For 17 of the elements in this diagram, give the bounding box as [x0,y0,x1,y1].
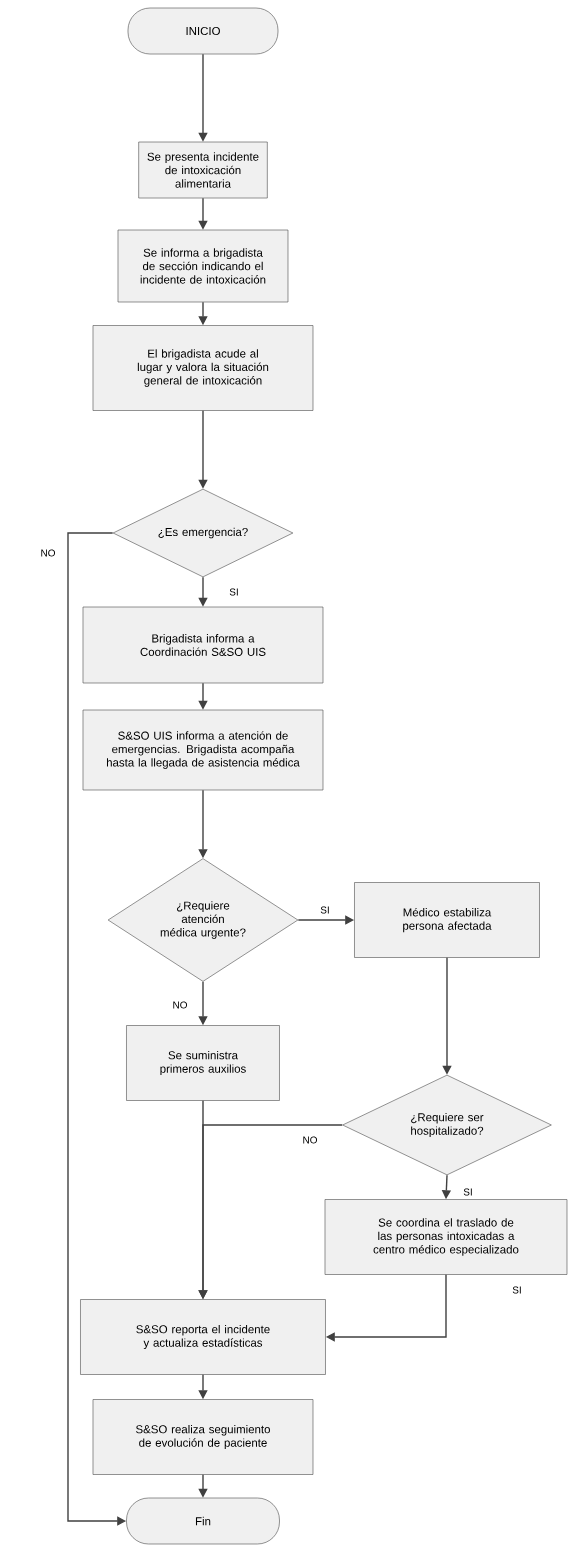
process-box: S&SO realiza seguimiento de evolución de paciente [92,1399,314,1475]
edge-label: SI [462,1187,474,1197]
process-box: Médico estabiliza persona afectada [354,882,540,958]
process-box: S&SO UIS informa a atención de emergencias. Brigadista acompaña hasta la llegada de asistencia médica [82,709,324,791]
edge-label: NO [39,548,57,558]
process-box: Se presenta incidente de intoxicación alimentaria [138,141,268,199]
edge-label: NO [171,1000,189,1010]
process-box: Se informa a brigadista de sección indicando el incidente de intoxicación [117,229,289,303]
edge-label: SI [228,587,240,597]
edge-label: NO [301,1135,319,1145]
process-box: Se suministra primeros auxilios [126,1025,280,1101]
process-box: Brigadista informa a Coordinación S&SO UIS [82,606,324,684]
process-box: Se coordina el traslado de las personas intoxicadas a centro médico especializado [324,1199,568,1275]
process-box: El brigadista acude al lugar y valora la situación general de intoxicación [92,325,314,411]
process-box: S&SO reporta el incidente y actualiza estadísticas [80,1299,326,1375]
branch-label: SI [512,1286,521,1294]
edge-label: SI [319,905,331,915]
